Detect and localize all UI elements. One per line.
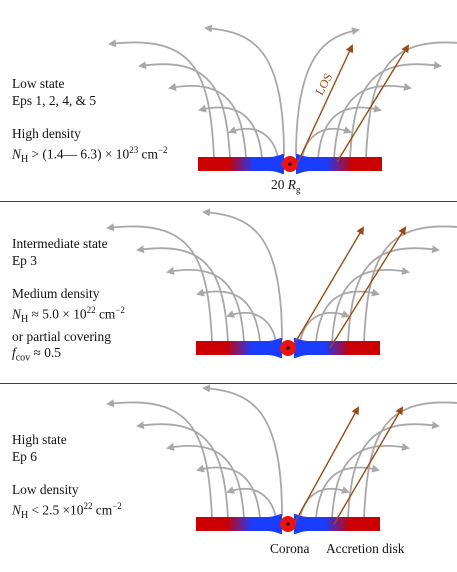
accretion-disk	[196, 338, 380, 358]
los-ray	[333, 406, 404, 525]
field-line	[315, 464, 380, 519]
field-line	[347, 421, 440, 519]
radius-label: 20 Rg	[271, 177, 301, 195]
field-line	[299, 310, 350, 343]
disk-left	[196, 514, 282, 534]
diagram-high-state	[106, 384, 457, 534]
field-lines	[106, 208, 457, 343]
disk-right	[294, 514, 380, 534]
panel-high-state: High state Ep 6 Low density NH < 2.5 ×10…	[0, 384, 457, 572]
diagram-low-state: LOS	[108, 24, 457, 174]
accretion-disk-label: Accretion disk	[326, 541, 405, 556]
field-line	[363, 225, 457, 343]
field-lines	[106, 384, 457, 519]
field-line	[168, 83, 247, 159]
fcov-label: fcov ≈ 0.5	[12, 345, 61, 364]
field-line	[363, 401, 457, 519]
field-line	[136, 245, 229, 343]
field-line	[295, 27, 360, 157]
field-line	[106, 399, 213, 519]
field-line	[228, 126, 279, 159]
state-label: Intermediate state	[12, 236, 108, 251]
field-line	[301, 126, 352, 159]
corona-center-dot	[286, 522, 290, 526]
field-line	[108, 39, 215, 159]
diagram-intermediate-state	[106, 208, 457, 358]
disk-right	[294, 338, 380, 358]
nh-label: NH < 2.5 ×1022 cm−2	[12, 501, 122, 522]
panel-intermediate-text: Intermediate state Ep 3 Medium density N…	[12, 236, 125, 367]
state-label: High state	[12, 432, 67, 447]
field-line	[204, 24, 285, 157]
disk-right	[296, 154, 382, 174]
nh-label: NH > (1.4— 6.3) × 1023 cm−2	[12, 145, 168, 166]
field-line	[106, 223, 213, 343]
accretion-disk	[198, 154, 382, 174]
episodes-label: Eps 1, 2, 4, & 5	[12, 92, 97, 108]
field-line	[317, 104, 382, 159]
los-label: LOS	[312, 71, 335, 98]
field-line	[202, 384, 283, 517]
field-line	[196, 464, 261, 519]
line-of-sight-rays	[293, 406, 404, 525]
episodes-label: Ep 3	[12, 252, 37, 268]
field-line	[198, 104, 263, 159]
field-lines	[108, 24, 457, 159]
panel-low-text: Low state Eps 1, 2, 4, & 5 High density …	[12, 76, 168, 169]
density-label: High density	[12, 125, 81, 141]
field-line	[331, 443, 410, 519]
disk-left	[198, 154, 284, 174]
state-label: Low state	[12, 76, 65, 91]
panel-intermediate-state: Intermediate state Ep 3 Medium density N…	[0, 202, 457, 382]
nh-label: NH ≈ 5.0 × 1022 cm−2	[12, 305, 125, 326]
field-line	[299, 486, 350, 519]
corona-center-dot	[286, 346, 290, 350]
field-line	[136, 421, 229, 519]
field-line	[333, 83, 412, 159]
line-of-sight-rays	[291, 226, 407, 349]
disk-left	[196, 338, 282, 358]
field-line	[138, 61, 231, 159]
corona-center-dot	[288, 162, 292, 166]
field-line	[331, 267, 410, 343]
field-line	[202, 208, 283, 341]
field-line	[349, 61, 442, 159]
los-ray	[293, 406, 359, 525]
partial-covering-label: or partial covering	[12, 328, 111, 344]
density-label: Medium density	[12, 285, 100, 301]
los-ray	[336, 44, 410, 163]
field-line	[347, 245, 440, 343]
field-line	[226, 486, 277, 519]
los-ray	[291, 226, 365, 349]
field-line	[166, 267, 245, 343]
accretion-disk	[196, 514, 380, 534]
corona-label: Corona	[270, 541, 310, 556]
divider-2	[0, 383, 457, 384]
field-line	[166, 443, 245, 519]
panel-low-state: Low state Eps 1, 2, 4, & 5 High density …	[0, 0, 457, 200]
los-ray	[329, 226, 407, 349]
density-label: Low density	[12, 481, 79, 497]
field-line	[365, 41, 457, 159]
divider-1	[0, 201, 457, 202]
field-line	[226, 310, 277, 343]
episodes-label: Ep 6	[12, 448, 37, 464]
panel-high-text: High state Ep 6 Low density NH < 2.5 ×10…	[12, 432, 122, 525]
field-line	[196, 288, 261, 343]
los-ray	[297, 44, 354, 163]
line-of-sight-rays: LOS	[297, 44, 410, 163]
